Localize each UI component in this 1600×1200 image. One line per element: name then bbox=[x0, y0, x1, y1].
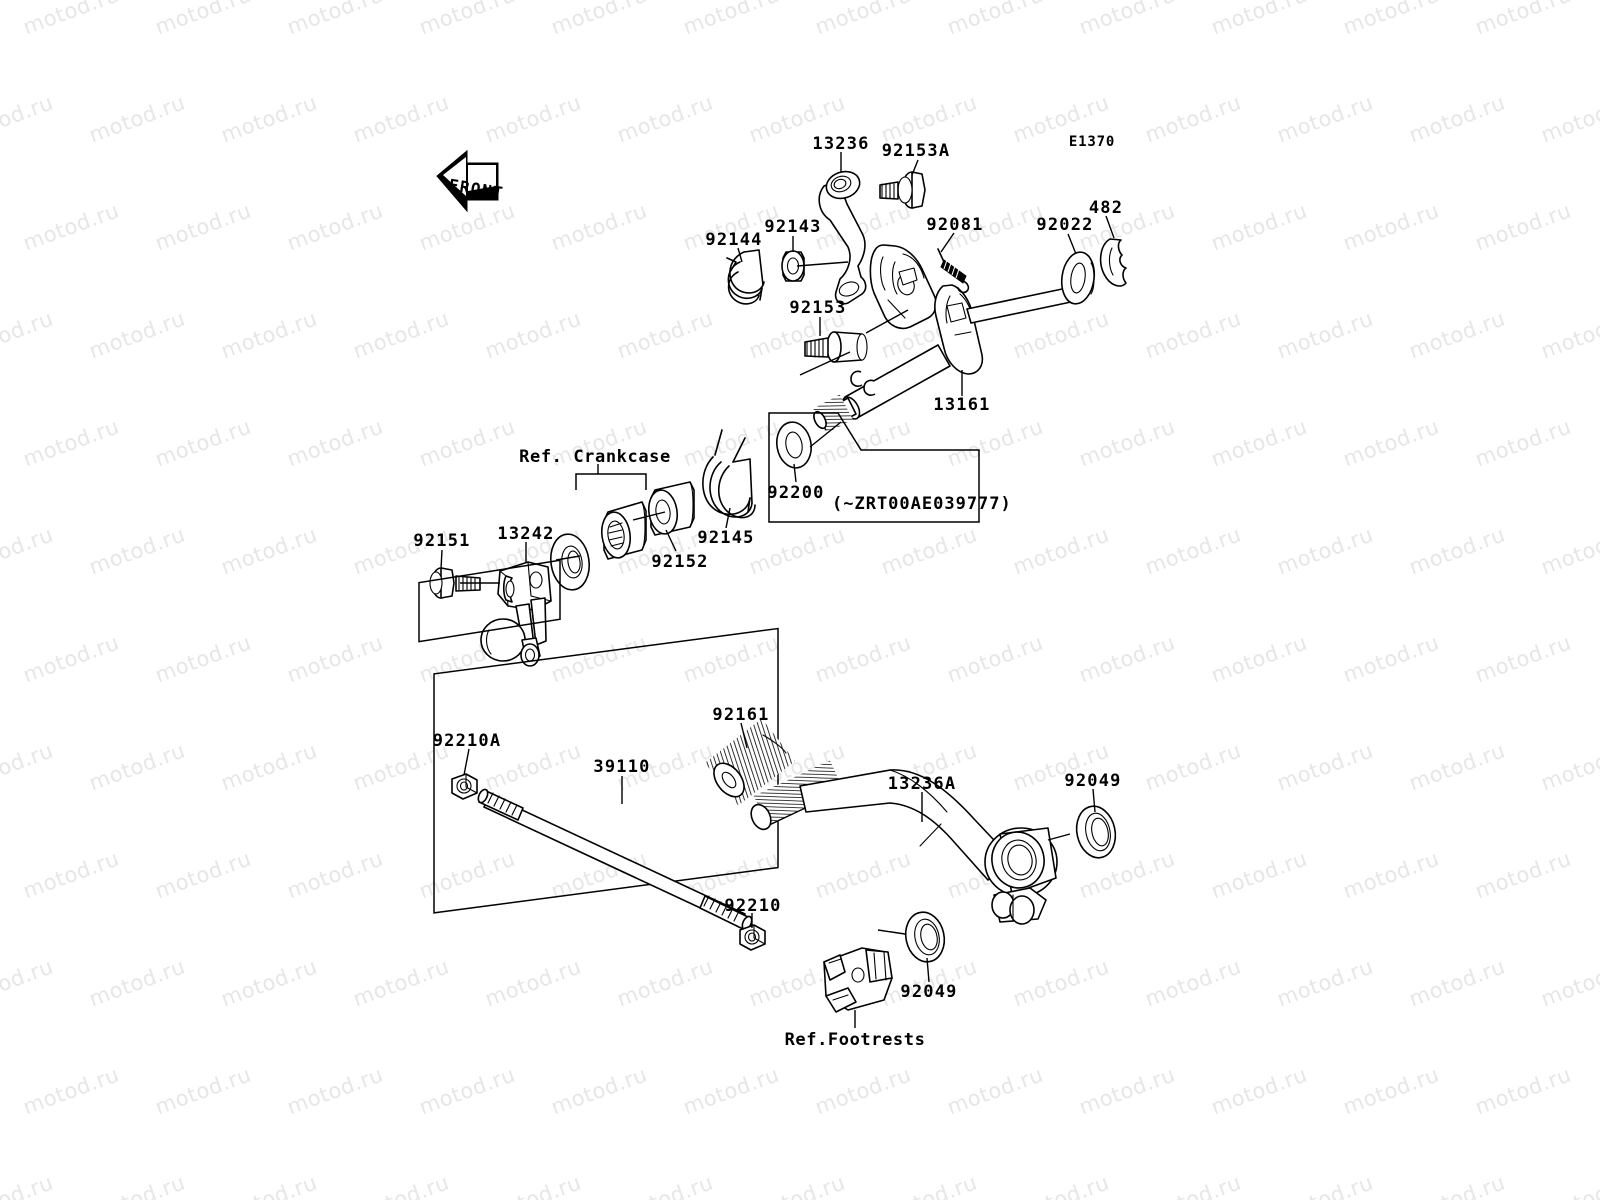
figure-code-label: E1370 bbox=[1068, 134, 1116, 150]
callout-92049-upper: 92049 bbox=[1064, 771, 1122, 791]
callout-92145: 92145 bbox=[697, 528, 755, 548]
part-92145-spring bbox=[702, 429, 756, 519]
part-92200-washer bbox=[775, 421, 813, 469]
callout-92153A: 92153A bbox=[881, 141, 951, 161]
callout-13236A: 13236A bbox=[887, 774, 957, 794]
callout-92161: 92161 bbox=[712, 705, 770, 725]
callout-92151: 92151 bbox=[413, 531, 471, 551]
ref-crankcase-bracket bbox=[575, 464, 647, 490]
part-92210-nut bbox=[739, 924, 766, 951]
part-92022-washer bbox=[1060, 251, 1096, 305]
part-13161-shift-shaft bbox=[813, 244, 1072, 434]
callout-92200: 92200 bbox=[767, 483, 825, 503]
serial-range-note: (~ZRT00AE039777) bbox=[832, 494, 1012, 514]
part-92049-oil-seal-lower bbox=[904, 911, 946, 963]
part-92210A-nut bbox=[451, 773, 478, 800]
ref-footrests-bracket bbox=[823, 947, 893, 1013]
leader-lines bbox=[440, 152, 1115, 1028]
part-92153A-flange-bolt bbox=[879, 171, 926, 209]
part-92161-pedal-rubber bbox=[705, 718, 795, 806]
callout-39110: 39110 bbox=[593, 757, 651, 777]
part-482-circlip bbox=[1099, 238, 1127, 287]
part-92153-bolt bbox=[804, 331, 868, 363]
callout-13161: 13161 bbox=[933, 395, 991, 415]
front-arrow-marker: FRONT bbox=[436, 149, 505, 213]
part-13236A-shift-pedal bbox=[750, 760, 1058, 925]
serial-range-callout-box bbox=[768, 412, 980, 523]
part-needle-bearing bbox=[600, 501, 647, 560]
callout-92153: 92153 bbox=[789, 298, 847, 318]
part-92049-oil-seal-upper bbox=[1075, 805, 1117, 859]
callout-92144: 92144 bbox=[705, 230, 763, 250]
ref-crankcase-label: Ref. Crankcase bbox=[519, 447, 671, 467]
part-92152-collar bbox=[648, 481, 695, 536]
part-92081-spring bbox=[937, 248, 970, 294]
callout-92210: 92210 bbox=[724, 896, 782, 916]
part-92144-spring bbox=[726, 249, 765, 305]
callout-482: 482 bbox=[1088, 198, 1124, 218]
callout-92143: 92143 bbox=[764, 217, 822, 237]
callout-92049-lower: 92049 bbox=[900, 982, 958, 1002]
part-92143-collar bbox=[781, 250, 805, 282]
callout-13236: 13236 bbox=[812, 134, 870, 154]
callout-92022: 92022 bbox=[1036, 215, 1094, 235]
part-13236-gear-change-lever bbox=[818, 170, 867, 305]
ref-footrests-label: Ref.Footrests bbox=[784, 1030, 926, 1050]
callout-13242: 13242 bbox=[497, 524, 555, 544]
part-13242-shift-arm bbox=[480, 561, 552, 667]
callout-92152: 92152 bbox=[651, 552, 709, 572]
assembly-bracket-outer bbox=[418, 559, 561, 643]
assembly-bracket-tie-rod bbox=[433, 627, 779, 914]
callout-92081: 92081 bbox=[926, 215, 984, 235]
part-39110-tie-rod bbox=[477, 788, 753, 931]
callout-92210A: 92210A bbox=[432, 731, 502, 751]
